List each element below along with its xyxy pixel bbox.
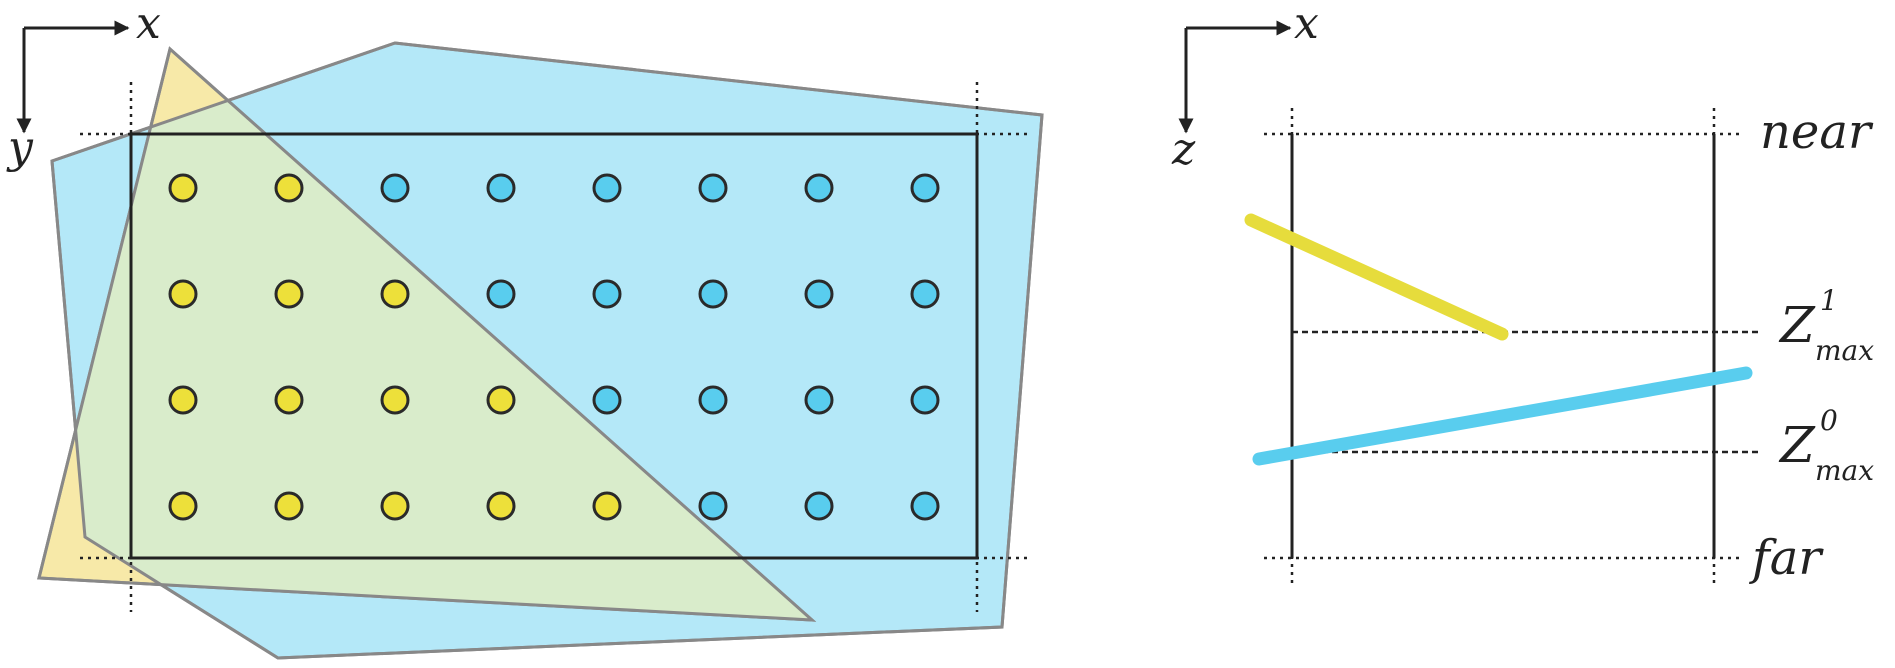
sample-dot-yellow [486,491,516,521]
far-label: far [1749,530,1824,586]
zmax0-label: Z 0 max [1778,404,1874,487]
near-label: near [1760,104,1874,160]
zmax1-sub: max [1815,334,1874,367]
sample-dot-yellow [380,279,410,309]
zmax1-label: Z 1 max [1778,284,1874,367]
zmax0-sup: 0 [1820,404,1838,437]
sample-dot-blue [698,173,728,203]
sample-dot-yellow [168,491,198,521]
sample-dot-yellow [380,385,410,415]
sample-dot-yellow [486,385,516,415]
sample-dot-yellow [274,173,304,203]
left-panel: x y [6,0,1044,660]
sample-dot-blue [804,173,834,203]
zmax0-sub: max [1815,454,1874,487]
sample-dot-blue [592,385,622,415]
overlap-region [52,49,812,620]
sample-dot-blue [486,279,516,309]
sample-dot-blue [804,385,834,415]
blue-depth-segment [1252,366,1753,466]
blue-polygon-outline [50,41,1044,660]
sample-dot-blue [910,385,940,415]
right-panel: x z near far Z 1 max Z 0 max [1171,0,1874,586]
left-y-axis-label: y [6,122,34,173]
sample-dot-blue [698,385,728,415]
right-z-axis-label: z [1171,124,1196,175]
right-x-axis-label: x [1294,0,1319,49]
sample-dot-yellow [274,491,304,521]
sample-dot-yellow [592,491,622,521]
zmax1-base: Z [1778,296,1816,354]
sample-dot-blue [910,491,940,521]
sample-dot-blue [910,173,940,203]
sample-dot-blue [910,279,940,309]
yellow-depth-segment [1244,213,1509,341]
sample-dot-blue [592,173,622,203]
sample-dot-blue [380,173,410,203]
sample-dot-yellow [380,491,410,521]
sample-dot-yellow [168,385,198,415]
sample-dot-blue [486,173,516,203]
sample-dot-blue [804,491,834,521]
sample-dot-blue [698,491,728,521]
zmax0-base: Z [1778,416,1816,474]
sample-dot-yellow [168,279,198,309]
left-x-axis-label: x [136,0,161,49]
sample-dot-blue [698,279,728,309]
screen-tile-rect [129,132,979,560]
zmax1-sup: 1 [1820,284,1838,317]
sample-dot-yellow [274,385,304,415]
sample-dot-yellow [274,279,304,309]
sample-dot-blue [804,279,834,309]
sample-dot-yellow [168,173,198,203]
sample-dot-blue [592,279,622,309]
yellow-triangle-outline [37,46,817,622]
sample-grid [168,173,940,521]
